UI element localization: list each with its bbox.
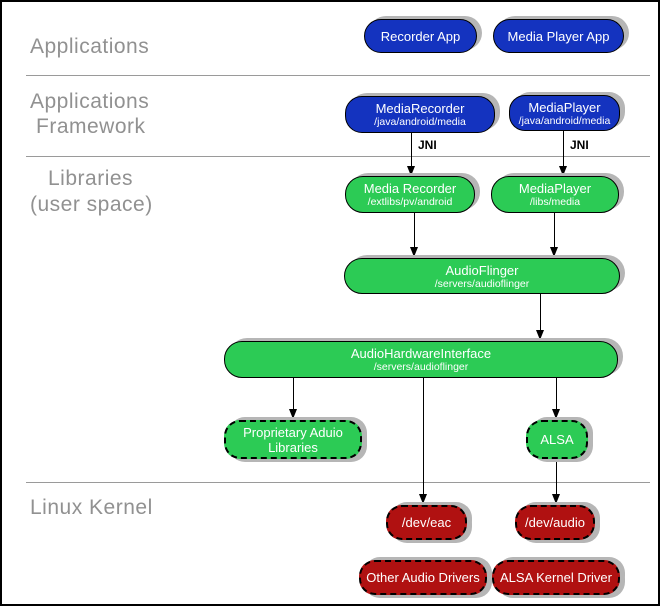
connector-mediarecorder-jni (411, 132, 412, 168)
divider-framework-libraries (26, 156, 650, 157)
node-other-audio-drivers: Other Audio Drivers (359, 560, 487, 595)
node-media-recorder-lib-path: /extlibs/pv/android (367, 196, 453, 208)
node-dev-eac-label: /dev/eac (401, 515, 452, 530)
layer-label-linux-kernel: Linux Kernel (30, 496, 153, 519)
layer-label-applications: Applications (30, 35, 150, 58)
arrowhead-to-media-recorder-lib (407, 166, 415, 176)
node-dev-audio-label: /dev/audio (525, 515, 585, 530)
node-recorder-app-label: Recorder App (380, 28, 461, 44)
node-dev-eac: /dev/eac (386, 505, 467, 540)
node-mediaplayer-framework-path: /java/android/media (518, 114, 611, 127)
node-proprietary-audio-line1: Proprietary Aduio (243, 424, 343, 440)
node-audioflinger-path: /servers/audioflinger (434, 277, 530, 290)
node-alsa: ALSA (526, 420, 588, 459)
arrowhead-to-alsa (552, 409, 560, 419)
node-media-player-lib-label: MediaPlayer (518, 181, 592, 196)
connector-hwinterface-deveac (423, 378, 424, 495)
node-audioflinger: AudioFlinger /servers/audioflinger (344, 258, 620, 294)
connector-playerlib-audioflinger (554, 213, 555, 248)
node-audio-hardware-interface-label: AudioHardwareInterface (350, 346, 492, 361)
arrowhead-to-proprietary (289, 409, 297, 419)
node-recorder-app: Recorder App (364, 19, 477, 53)
layer-label-libraries-line2: (user space) (30, 193, 153, 216)
node-audio-hardware-interface-path: /servers/audioflinger (373, 361, 469, 373)
node-alsa-label: ALSA (540, 432, 574, 447)
node-alsa-kernel-driver: ALSA Kernel Driver (492, 560, 620, 595)
node-media-player-lib: MediaPlayer /libs/media (491, 176, 619, 213)
connector-mediaplayer-jni (563, 130, 564, 168)
node-mediarecorder-framework-path: /java/android/media (374, 116, 466, 128)
node-media-player-app-label: Media Player App (507, 28, 610, 44)
node-proprietary-audio-line2: Libraries (268, 439, 318, 455)
arrowhead-to-dev-audio (552, 494, 560, 504)
node-media-player-app: Media Player App (493, 19, 624, 53)
divider-applications-framework (26, 75, 650, 76)
node-media-recorder-lib: Media Recorder /extlibs/pv/android (345, 176, 475, 213)
node-media-recorder-lib-label: Media Recorder (363, 181, 457, 196)
divider-libraries-kernel (26, 482, 650, 483)
node-mediarecorder-framework: MediaRecorder /java/android/media (345, 96, 495, 133)
connector-alsa-devaudio (556, 459, 557, 496)
arrowhead-to-hwinterface (536, 330, 544, 340)
connector-hwinterface-alsa (556, 378, 557, 411)
jni-label-left: JNI (418, 138, 437, 152)
node-proprietary-audio-libraries: Proprietary Aduio Libraries (224, 420, 362, 459)
connector-hwinterface-proprietary (293, 378, 294, 411)
layer-label-framework-line1: Applications (30, 90, 150, 113)
arrowhead-to-audioflinger-left (410, 247, 418, 257)
node-dev-audio: /dev/audio (515, 505, 595, 540)
node-audio-hardware-interface: AudioHardwareInterface /servers/audiofli… (224, 341, 618, 378)
node-mediarecorder-framework-label: MediaRecorder (375, 101, 465, 116)
node-alsa-kernel-driver-label: ALSA Kernel Driver (500, 570, 612, 585)
connector-recorderlib-audioflinger (414, 213, 415, 248)
node-media-player-lib-path: /libs/media (529, 196, 581, 208)
arrowhead-to-media-player-lib (559, 166, 567, 176)
node-other-audio-drivers-label: Other Audio Drivers (366, 570, 480, 585)
connector-audioflinger-hwinterface (540, 294, 541, 331)
node-mediaplayer-framework: MediaPlayer /java/android/media (509, 95, 620, 131)
jni-label-right: JNI (570, 138, 589, 152)
node-mediaplayer-framework-label: MediaPlayer (528, 99, 601, 115)
arrowhead-to-audioflinger-right (550, 247, 558, 257)
arrowhead-to-dev-eac (419, 494, 427, 504)
layer-label-libraries-line1: Libraries (48, 167, 134, 190)
node-audioflinger-label: AudioFlinger (445, 262, 519, 278)
layer-label-framework-line2: Framework (36, 115, 146, 138)
